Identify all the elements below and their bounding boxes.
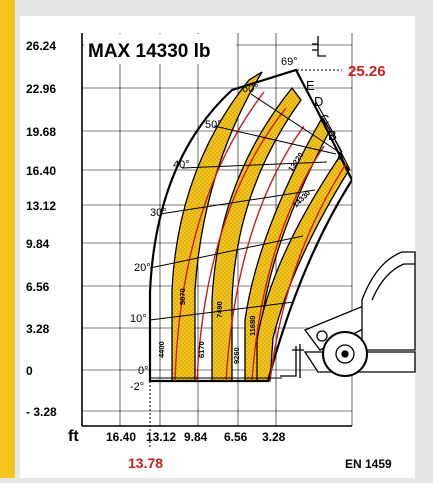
angle-label-10: 10° xyxy=(130,313,147,325)
extension-line-d xyxy=(315,101,337,139)
x-axis-unit: ft xyxy=(68,428,79,445)
load-label-11680: 11680 xyxy=(248,316,257,336)
front-wheel-hub-icon xyxy=(335,344,355,364)
extension-lines xyxy=(295,69,351,171)
angle-ray-30 xyxy=(159,189,316,215)
angle-ray-50 xyxy=(213,125,337,155)
y-tick-label: 22.96 xyxy=(26,82,56,96)
extension-label-a: A xyxy=(336,150,345,165)
capacity-curve-a xyxy=(174,91,265,382)
y-axis-ticks: 26.24 22.96 19.68 16.40 13.12 9.84 6.56 3.28 0 - … xyxy=(26,39,57,419)
extension-line-b xyxy=(331,133,351,171)
angle-label-69: 69° xyxy=(281,56,298,68)
load-label-9260: 9260 xyxy=(232,347,241,364)
y-tick-label: 26.24 xyxy=(26,39,56,53)
load-label-5070: 5070 xyxy=(178,288,187,305)
angle-ray-10 xyxy=(149,301,295,321)
x-tick-label: 9.84 xyxy=(184,430,208,444)
extension-letters: E D C B A xyxy=(306,78,345,165)
x-tick-label: 16.40 xyxy=(106,430,136,444)
y-tick-label: - 3.28 xyxy=(26,405,57,419)
left-accent-bar xyxy=(0,0,15,478)
angle-ray-60 xyxy=(250,93,343,155)
angle-rays xyxy=(149,93,343,379)
y-tick-label: 9.84 xyxy=(26,237,50,251)
boom-tip-icon xyxy=(312,36,326,57)
max-reach-value: 13.78 xyxy=(128,455,163,471)
x-tick-label: 3.28 xyxy=(262,430,286,444)
extension-label-c: C xyxy=(320,112,329,127)
load-label-7490: 7490 xyxy=(215,301,224,318)
y-tick-label: 6.56 xyxy=(26,280,50,294)
angle-ray-20 xyxy=(149,235,304,269)
front-wheel-cap-icon xyxy=(341,350,349,358)
load-zones xyxy=(148,68,352,383)
angle-label-minus2: -2° xyxy=(130,381,144,393)
extension-line-e xyxy=(295,69,319,113)
title-box xyxy=(84,34,236,64)
capacity-curve-d xyxy=(251,145,325,382)
angle-ray-40 xyxy=(181,161,328,169)
angle-labels: -2° 0° 10° 20° 30° 40° 50° 60° 69° xyxy=(130,56,298,393)
y-tick-label: 16.40 xyxy=(26,164,56,178)
x-axis-ticks: 16.40 13.12 9.84 6.56 3.28 xyxy=(106,430,286,444)
capacity-curve-e xyxy=(269,163,347,382)
y-tick-label: 3.28 xyxy=(26,322,50,336)
angle-label-20: 20° xyxy=(134,262,151,274)
capacity-curve-b xyxy=(196,107,287,382)
angle-label-50: 50° xyxy=(205,119,222,131)
angle-label-60: 60° xyxy=(242,83,259,95)
angle-label-40: 40° xyxy=(173,159,190,171)
cab-icon xyxy=(361,251,416,351)
telehandler-illustration xyxy=(280,36,416,378)
standard-label: EN 1459 xyxy=(345,457,392,471)
zone-band-4400 xyxy=(171,71,263,382)
max-height-value: 25.26 xyxy=(348,63,386,80)
extension-label-b: B xyxy=(328,128,337,143)
y-tick-label: 0 xyxy=(26,364,33,378)
load-label-4400: 4400 xyxy=(157,341,166,358)
chart-title: MAX 14330 lb xyxy=(88,41,211,62)
extension-label-d: D xyxy=(314,94,323,109)
hydraulic-cylinder-icon xyxy=(316,330,328,342)
angle-label-0: 0° xyxy=(138,365,149,377)
cab-window-icon xyxy=(371,263,415,301)
y-tick-label: 19.68 xyxy=(26,125,56,139)
load-label-6170: 6170 xyxy=(197,341,206,358)
x-tick-label: 6.56 xyxy=(224,430,248,444)
extension-label-e: E xyxy=(306,78,315,93)
x-tick-label: 13.12 xyxy=(146,430,176,444)
fork-carriage-icon xyxy=(280,344,304,378)
capacity-curve-c xyxy=(225,125,305,382)
y-tick-label: 13.12 xyxy=(26,199,56,213)
angle-label-30: 30° xyxy=(150,207,167,219)
capacity-curves xyxy=(174,91,347,382)
